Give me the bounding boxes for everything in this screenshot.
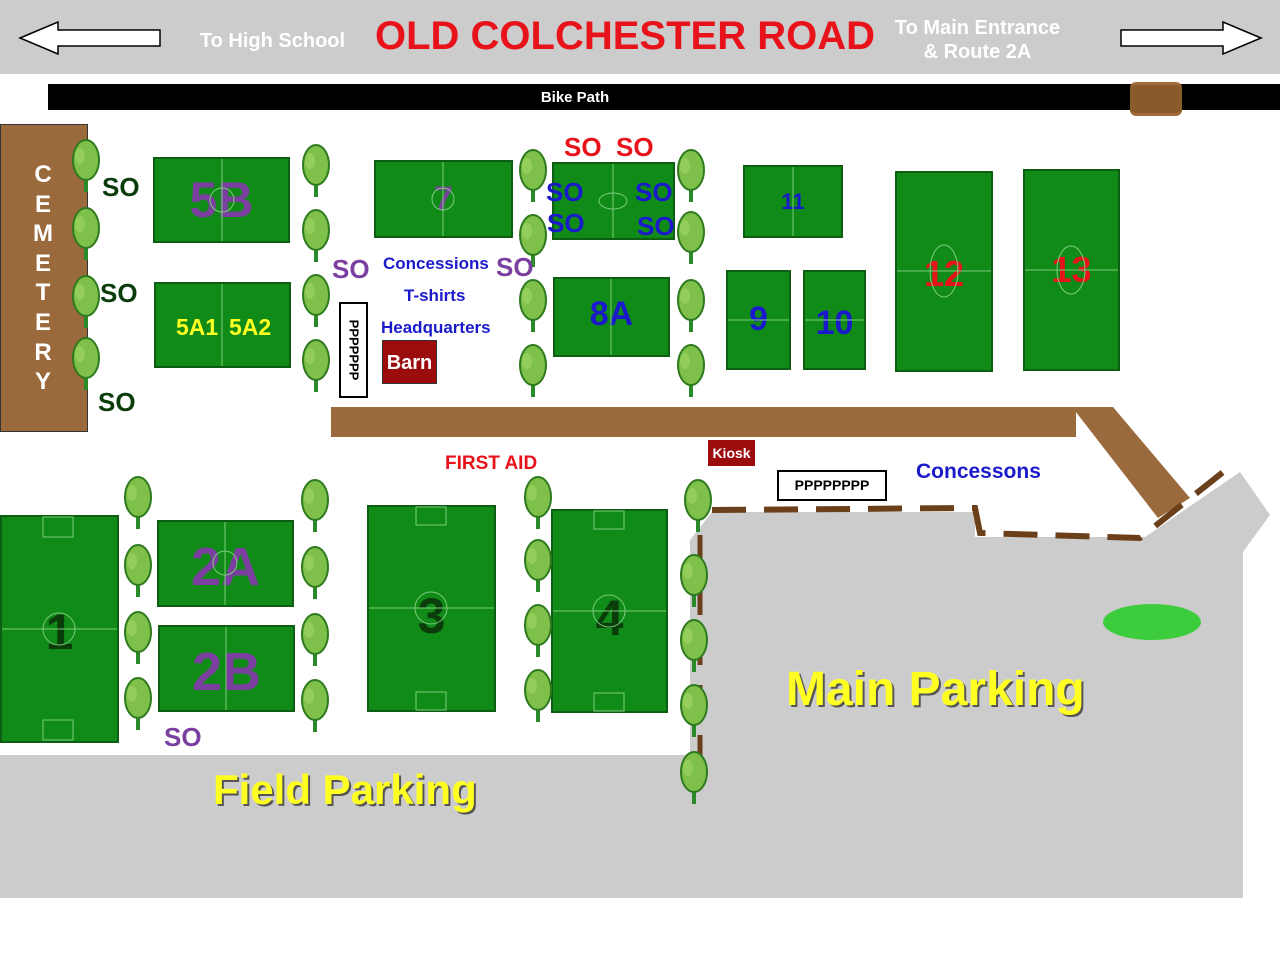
- barn[interactable]: Barn: [382, 340, 437, 384]
- so-marker: SO: [100, 278, 138, 308]
- diagonal-path: [1072, 407, 1190, 518]
- so-marker: SO: [564, 132, 602, 162]
- so-marker: SO: [546, 177, 584, 207]
- log-icon: [1130, 82, 1182, 116]
- cemetery-letter: E: [34, 190, 51, 218]
- cemetery-letter: R: [34, 338, 52, 366]
- bike-path-label: Bike Path: [540, 89, 610, 106]
- so-marker: SO: [547, 208, 585, 238]
- field-5A2-label: 5A2: [229, 314, 272, 340]
- old-colchester-road: [0, 0, 1280, 74]
- right-arrow-icon: [1120, 20, 1263, 56]
- porta-potties-upper-label: PPPPPPP: [346, 319, 361, 381]
- so-marker: SO: [102, 172, 140, 202]
- fence: [711, 462, 1234, 542]
- to-main-entrance-line2: & Route 2A: [923, 41, 1032, 63]
- so-marker: SO: [98, 387, 136, 417]
- concessons-label: Concessons: [916, 460, 1041, 483]
- tshirts-label: T-shirts: [404, 286, 466, 305]
- bike-path: [48, 84, 1280, 110]
- field-parking-label: Field Parking: [213, 766, 477, 813]
- cemetery-letter: E: [34, 249, 51, 277]
- tree-icon: [72, 139, 712, 805]
- concessions-label: Concessions: [383, 254, 489, 273]
- field-12-label: 12: [923, 253, 965, 294]
- field-5A1-label: 5A1: [176, 314, 219, 340]
- to-high-school-label: To High School: [199, 30, 346, 52]
- field-5B-label: 5B: [189, 172, 254, 228]
- field-parking-lot: [0, 755, 690, 898]
- first-aid-label: FIRST AID: [445, 453, 538, 474]
- field-9-label: 9: [749, 300, 768, 338]
- cemetery: [0, 124, 88, 432]
- cemetery-letter: T: [35, 279, 51, 307]
- field-4-label: 4: [595, 590, 624, 646]
- so-marker: SO: [496, 252, 534, 282]
- road-title: OLD COLCHESTER ROAD: [375, 14, 875, 58]
- so-marker: SO: [616, 132, 654, 162]
- so-marker: SO: [164, 722, 202, 752]
- so-marker: SO: [637, 211, 675, 241]
- porta-potties-lower: PPPPPPPP: [777, 470, 887, 501]
- cemetery-letter: Y: [34, 368, 51, 396]
- left-arrow-icon: [18, 20, 161, 56]
- cemetery-letter: M: [33, 220, 53, 248]
- so-marker: SO: [635, 177, 673, 207]
- so-marker: SO: [332, 254, 370, 284]
- path-and-parking-shapes: [0, 407, 1270, 898]
- to-main-entrance-label: To Main Entrance & Route 2A: [880, 16, 1075, 64]
- to-main-entrance-line1: To Main Entrance: [894, 17, 1061, 39]
- cemetery-letter: E: [34, 308, 51, 336]
- field-10-label: 10: [815, 304, 854, 342]
- main-parking-lot: [690, 472, 1270, 898]
- cemetery-letter: C: [34, 161, 52, 188]
- walking-path: [331, 407, 1076, 437]
- kiosk[interactable]: Kiosk: [708, 440, 755, 466]
- headquarters-label: Headquarters: [381, 318, 491, 337]
- main-parking-label: Main Parking: [786, 663, 1085, 716]
- field-3-label: 3: [417, 588, 446, 644]
- green-island: [1103, 604, 1201, 640]
- porta-potties-upper: PPPPPPP: [339, 302, 368, 398]
- cemetery-label: C E M E T E R Y: [26, 160, 60, 397]
